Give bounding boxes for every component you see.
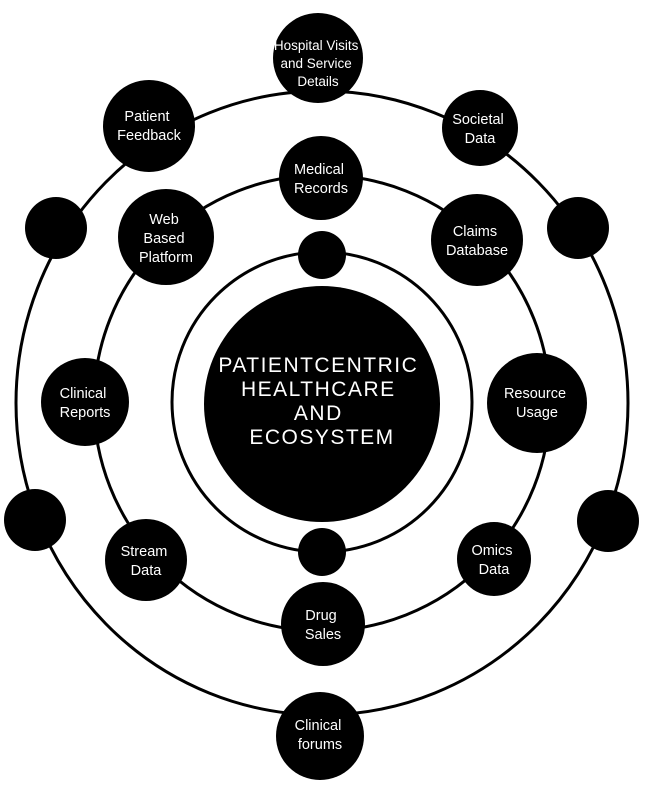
web-based-platform-line-3: Platform [139,250,193,266]
medical-records-line-1: Medical [294,162,344,178]
drug-sales-line-2: Sales [305,627,341,643]
drug-sales-line-1: Drug [305,608,336,624]
societal-data-line-1: Societal [452,112,504,128]
svg-text:Hospital Visits and Serv: Hospital Visits and Service Details [274,38,362,89]
center-line-1: PATIENTCENTRIC [218,354,418,377]
clinical-reports-line-1: Clinical [60,386,107,402]
node-resource-usage: Resource Usage [487,353,587,453]
hospital-visits-line-1: Hospital Visits [274,38,359,53]
svg-text:PATIENTCENTRIC HEALTHCAR: PATIENTCENTRIC HEALTHCARE AND ECOSYSTEM [218,354,425,449]
node-hospital-visits: Hospital Visits and Service Details [273,13,363,103]
svg-text:Claims Database: Claims Database [446,224,508,259]
claims-database-line-2: Database [446,243,508,259]
node-drug-sales: Drug Sales [281,582,365,666]
outer-dot-lower-left [4,489,66,551]
svg-text:Clinical Reports: Clinical Reports [60,386,111,421]
medical-records-line-2: Records [294,181,348,197]
svg-text:Clinical forums: Clinical forums [295,718,346,753]
node-stream-data: Stream Data [105,519,187,601]
patient-feedback-line-2: Feedback [117,128,181,144]
svg-text:Web Based Platform: Web Based Platform [139,212,193,266]
center-node: PATIENTCENTRIC HEALTHCARE AND ECOSYSTEM [204,286,440,522]
node-medical-records: Medical Records [279,136,363,220]
clinical-forums-line-2: forums [298,737,342,753]
node-patient-feedback: Patient Feedback [103,80,195,172]
clinical-forums-line-1: Clinical [295,718,342,734]
stream-data-line-1: Stream [121,544,168,560]
node-clinical-reports: Clinical Reports [41,358,129,446]
clinical-reports-line-2: Reports [60,405,111,421]
node-clinical-forums: Clinical forums [276,692,364,780]
societal-data-line-2: Data [465,131,497,147]
svg-text:Omics Data: Omics Data [471,543,516,578]
svg-text:Resource Usage: Resource Usage [504,386,570,421]
svg-text:Societal Data: Societal Data [452,112,508,147]
resource-usage-line-2: Usage [516,405,558,421]
hospital-visits-line-2: and Service [280,56,351,71]
svg-text:Drug Sales: Drug Sales [305,608,341,643]
patient-feedback-line-1: Patient [124,109,169,125]
outer-dot-lower-right [577,490,639,552]
web-based-platform-line-2: Based [143,231,184,247]
outer-dot-upper-left [25,197,87,259]
node-web-based-platform: Web Based Platform [118,189,214,285]
stream-data-line-2: Data [131,563,163,579]
svg-text:Stream Data: Stream Data [121,544,172,579]
center-line-4: ECOSYSTEM [249,426,394,449]
omics-data-line-2: Data [479,562,511,578]
svg-text:Medical Records: Medical Records [294,162,348,197]
inner-dot-top [298,231,346,279]
center-circle [204,286,440,522]
center-line-3: AND [294,402,343,425]
svg-text:Patient Feedback: Patient Feedback [117,109,181,144]
inner-dot-bottom [298,528,346,576]
node-omics-data: Omics Data [457,522,531,596]
node-societal-data: Societal Data [442,90,518,166]
hospital-visits-line-3: Details [297,74,339,89]
web-based-platform-line-1: Web [149,212,179,228]
node-claims-database: Claims Database [431,194,523,286]
claims-database-line-1: Claims [453,224,497,240]
resource-usage-line-1: Resource [504,386,566,402]
outer-dot-upper-right [547,197,609,259]
center-line-2: HEALTHCARE [241,378,396,401]
omics-data-line-1: Omics [471,543,512,559]
